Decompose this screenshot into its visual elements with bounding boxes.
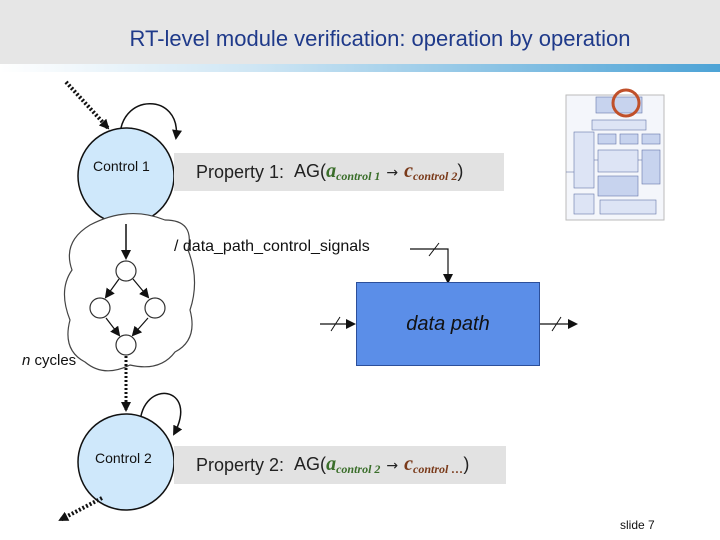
node-bottom — [115, 334, 137, 356]
property-1-c: c — [404, 160, 414, 182]
property-1-label: Property 1: — [196, 161, 285, 182]
control1-self-loop — [119, 103, 182, 141]
control2-self-loop — [139, 392, 183, 436]
incoming-transition — [64, 80, 110, 130]
control-signals-label: / data_path_control_signals — [174, 238, 370, 255]
outgoing-transition — [58, 496, 103, 522]
highlight-circle — [611, 88, 641, 118]
property-2-box: Property 2: AG(acontrol 2 → ccontrol …) — [174, 446, 506, 484]
property-2-a-sub: control 2 — [336, 462, 381, 476]
property-1-suffix: ) — [457, 161, 464, 181]
property-2-c-sub: control … — [413, 462, 464, 476]
control1-label: Control 1 — [93, 158, 150, 174]
property-2-label: Property 2: — [196, 454, 285, 475]
property-2-prefix: AG( — [294, 454, 327, 474]
datapath-label: data path — [406, 313, 490, 335]
ncycles-label: n cycles — [22, 352, 76, 369]
property-2-suffix: ) — [463, 454, 470, 474]
property-2-arrow: → — [386, 458, 399, 474]
edge-n1-left — [104, 278, 120, 299]
architecture-thumbnail — [565, 94, 665, 221]
cloud-region — [63, 212, 196, 372]
property-1-c-sub: control 2 — [413, 169, 458, 183]
ncycles-n: n — [22, 352, 31, 369]
node-right — [144, 297, 166, 319]
property-2-formula: AG(acontrol 2 → ccontrol …) — [294, 453, 469, 477]
edge-n1-right — [132, 278, 150, 299]
header-stripe — [0, 64, 720, 72]
property-1-a-sub: control 1 — [336, 169, 381, 183]
property-1-prefix: AG( — [294, 161, 327, 181]
property-1-box: Property 1: AG(acontrol 1 → ccontrol 2) — [174, 153, 504, 191]
ncycles-rest: cycles — [30, 352, 77, 369]
property-1-formula: AG(acontrol 1 → ccontrol 2) — [294, 160, 463, 184]
datapath-block: data path — [356, 282, 540, 366]
datapath-output-slash — [551, 316, 562, 332]
edge-right-bottom — [131, 317, 149, 337]
edge-left-bottom — [105, 317, 121, 337]
control-signals-slash — [428, 242, 440, 257]
node-left — [89, 297, 111, 319]
control2-label: Control 2 — [95, 450, 152, 466]
slide-number: slide 7 — [620, 518, 655, 532]
control1-state — [77, 127, 175, 225]
property-1-arrow: → — [386, 165, 399, 181]
property-1-a: a — [326, 160, 337, 182]
node-top — [115, 260, 137, 282]
property-2-a: a — [326, 453, 337, 475]
header-bar — [0, 0, 720, 64]
datapath-input-slash — [330, 316, 341, 332]
control-signals-wire — [410, 248, 453, 284]
slide-title: RT-level module verification: operation … — [129, 26, 631, 51]
property-2-c: c — [404, 453, 414, 475]
